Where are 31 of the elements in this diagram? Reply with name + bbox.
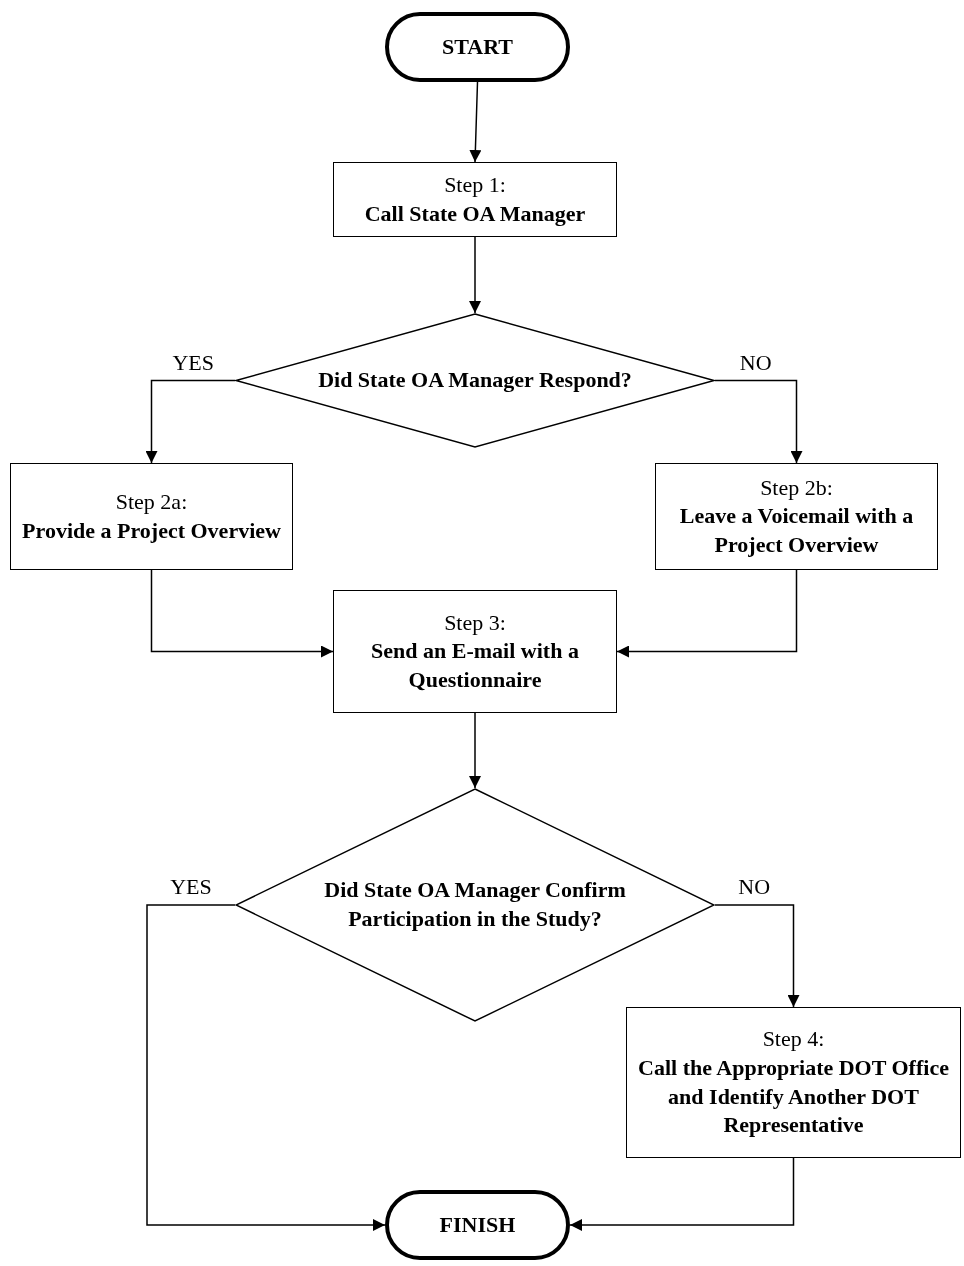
connector-arrow xyxy=(469,712,481,789)
process-box xyxy=(10,463,293,570)
node-text: Did State OA Manager Confirm Participation in the Study? xyxy=(323,876,627,933)
node-text: START xyxy=(442,32,513,61)
connector-arrow xyxy=(714,379,803,464)
connector-arrow xyxy=(616,569,798,658)
connector-arrow xyxy=(569,1157,795,1231)
process-box xyxy=(626,1007,961,1158)
process-box xyxy=(333,590,617,713)
node-text: Leave a Voicemail with a Project Overview xyxy=(678,502,915,559)
node-text: Send an E-mail with a Questionnaire xyxy=(370,637,580,694)
connector-arrow xyxy=(145,379,236,464)
process-box xyxy=(333,162,617,237)
step-number: Step 4: xyxy=(762,1025,825,1054)
node-text: Call the Appropriate DOT Office and Identify Another DOT Representative xyxy=(637,1053,950,1140)
step-number: Step 2b: xyxy=(760,473,833,502)
node-text: FINISH xyxy=(439,1210,516,1239)
node-text: Provide a Project Overview xyxy=(22,516,281,545)
step-number: Step 3: xyxy=(444,608,506,637)
connector-arrow xyxy=(714,904,800,1008)
connector-arrow xyxy=(469,236,481,314)
connector-arrow xyxy=(150,569,334,658)
step-number: Step 2a: xyxy=(115,487,188,516)
decision-diamond xyxy=(235,788,715,1022)
node-text: Call State OA Manager xyxy=(364,199,586,228)
process-box xyxy=(655,463,938,570)
connector-arrow xyxy=(146,904,386,1231)
node-text: Did State OA Manager Respond? xyxy=(318,366,632,395)
step-number: Step 1: xyxy=(444,170,506,199)
connector-arrow xyxy=(469,81,482,163)
decision-diamond xyxy=(235,313,715,448)
